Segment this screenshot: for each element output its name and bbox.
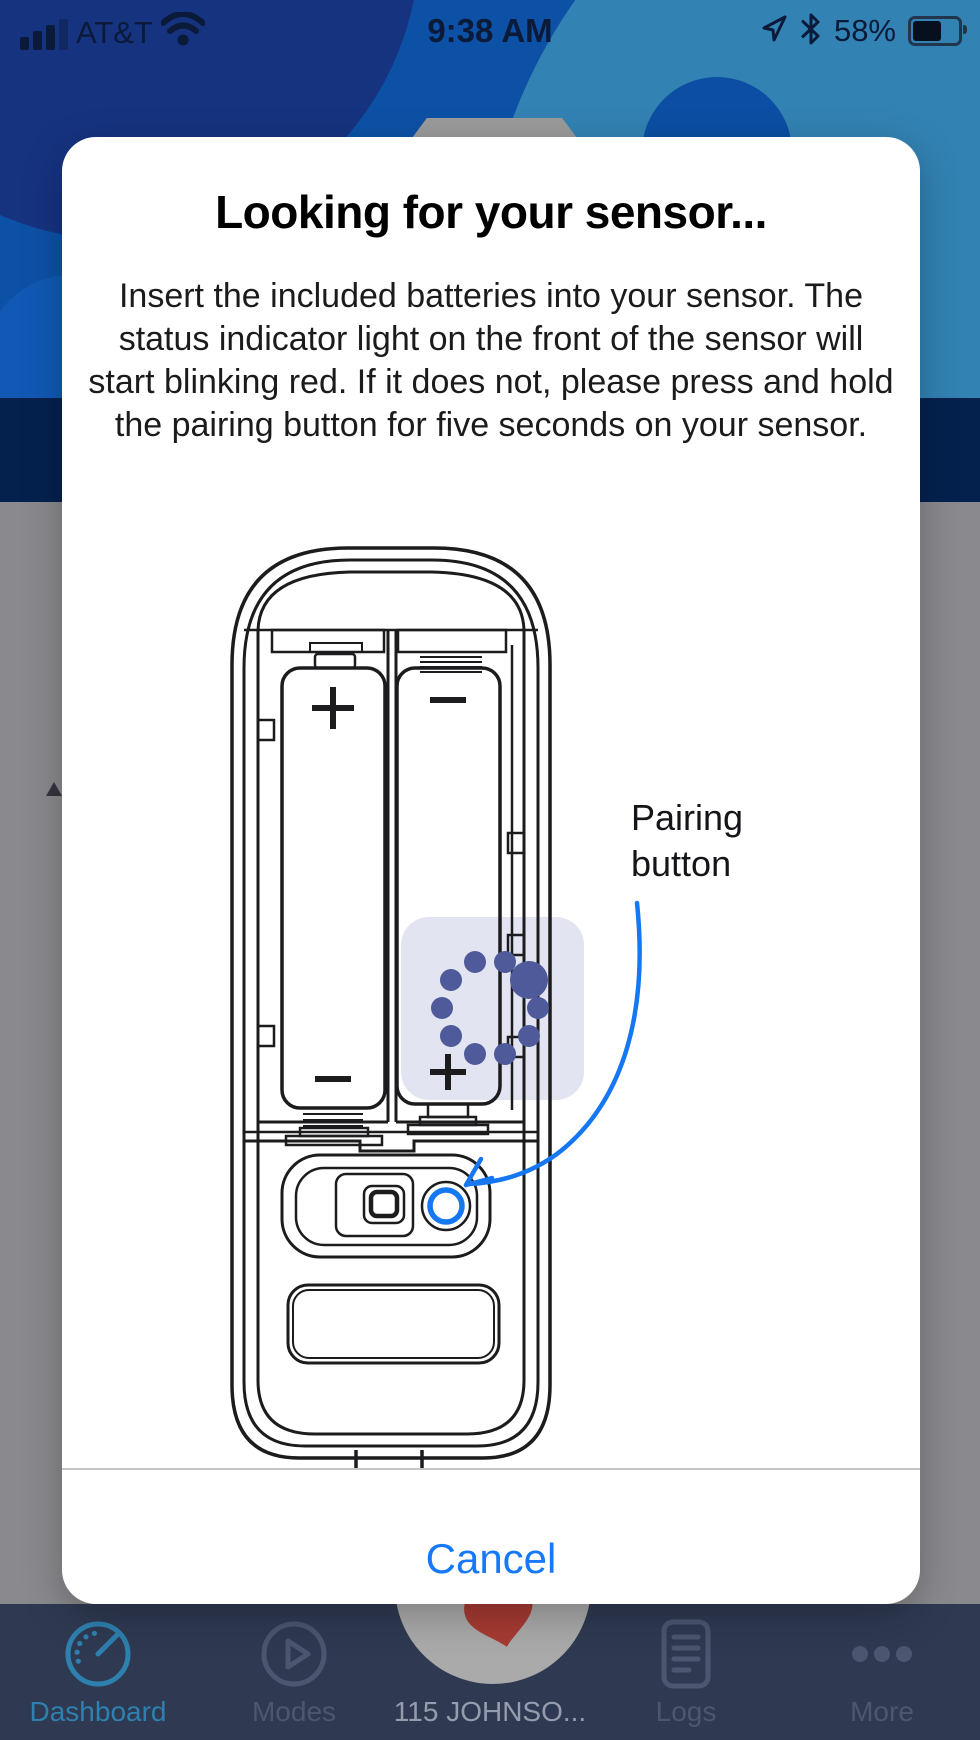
sensor-diagram — [230, 546, 642, 1468]
tab-more[interactable]: More — [784, 1604, 980, 1740]
pairing-modal: Looking for your sensor... Insert the in… — [62, 137, 920, 1604]
tab-logs-label: Logs — [655, 1696, 717, 1727]
logs-icon — [661, 1619, 711, 1689]
battery-percent-label: 58% — [833, 13, 896, 48]
spinner-dots — [431, 951, 549, 1065]
wifi-icon — [159, 11, 206, 53]
tab-home[interactable]: 115 JOHNSO... — [392, 1604, 588, 1740]
carrier-label: AT&T — [76, 15, 153, 50]
more-icon — [852, 1646, 912, 1662]
location-arrow-icon — [760, 15, 788, 48]
play-circle-icon — [261, 1621, 327, 1687]
tab-modes[interactable]: Modes — [196, 1604, 392, 1740]
pairing-arrow — [463, 900, 642, 1188]
tab-modes-label: Modes — [251, 1696, 337, 1727]
modal-instructions: Insert the included batteries into your … — [88, 277, 894, 444]
tab-home-label: 115 JOHNSO... — [393, 1696, 587, 1727]
bluetooth-icon — [800, 13, 822, 50]
cellular-signal-icon — [20, 10, 68, 53]
tab-dashboard[interactable]: Dashboard — [0, 1604, 196, 1740]
backdrop-card-top — [412, 118, 577, 138]
modal-title: Looking for your sensor... — [215, 186, 767, 238]
modal-separator — [62, 1468, 920, 1470]
clock: 9:38 AM — [427, 12, 553, 49]
pairing-button-label: Pairing button — [631, 797, 744, 884]
battery-icon — [908, 16, 967, 46]
pairing-highlight — [401, 917, 584, 1100]
gauge-icon — [65, 1621, 131, 1687]
tab-dashboard-label: Dashboard — [29, 1696, 167, 1727]
status-bar: AT&T 9:38 AM 58% — [0, 0, 980, 62]
tab-more-label: More — [850, 1696, 914, 1727]
cancel-button[interactable]: Cancel — [62, 1511, 920, 1604]
pairing-button-marker — [427, 1187, 465, 1225]
tab-logs[interactable]: Logs — [588, 1604, 784, 1740]
